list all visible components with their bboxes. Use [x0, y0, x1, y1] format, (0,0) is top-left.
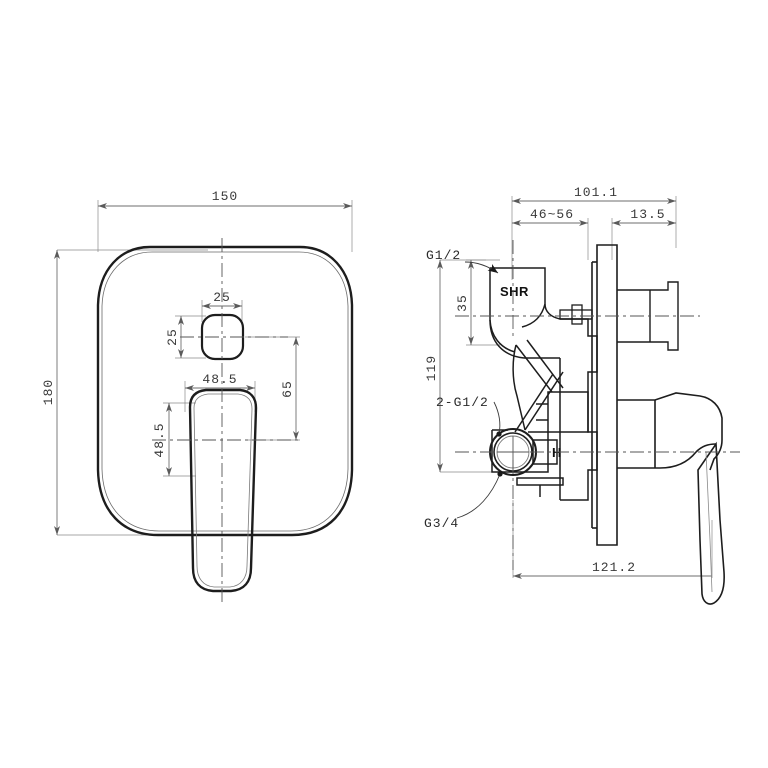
dim-wall-range-46-56: 46~56 [512, 207, 588, 226]
faceplate-inner-edge [101, 251, 349, 532]
callout-g34: G3/4 [424, 471, 503, 531]
callout-g12: G1/2 [426, 248, 499, 274]
dim-diverter-width-25: 25 [202, 290, 242, 309]
dim-label-35: 35 [455, 294, 470, 312]
side-view-centrelines [455, 240, 740, 570]
dim-label-119: 119 [424, 355, 439, 381]
dim-overall-width-150: 150 [98, 189, 352, 209]
dim-handle-reach-1212: 121.2 [513, 560, 712, 579]
dim-handle-height-485: 48.5 [152, 403, 172, 476]
dim-label-handle-485h: 48.5 [152, 422, 167, 457]
lever-handle-front[interactable] [188, 388, 258, 593]
faceplate-outline [96, 245, 354, 537]
dim-handle-width-485: 48.5 [185, 372, 255, 391]
dim-label-1011: 101.1 [574, 185, 618, 200]
dim-body-height-119: 119 [424, 260, 443, 472]
dim-plate-projection-135: 13.5 [612, 207, 676, 226]
dim-label-1212: 121.2 [592, 560, 636, 575]
valve-body-upper [489, 267, 561, 359]
dim-diverter-height-25: 25 [165, 316, 184, 358]
dim-overall-height-180: 180 [41, 250, 60, 535]
dim-label-65: 65 [280, 380, 295, 398]
dim-label-diverter-25h: 25 [165, 328, 180, 346]
dim-label-135: 13.5 [630, 207, 665, 222]
escutcheon-plate [591, 244, 618, 546]
callout-2-g12: 2-G1/2 [436, 395, 502, 437]
callout-label-g34: G3/4 [424, 516, 459, 531]
hot-inlet-marking: H [552, 445, 562, 460]
shr-marking: SHR [500, 284, 529, 299]
front-view-centrelines [152, 238, 300, 606]
side-view: 101.1 46~56 13.5 119 35 121.2 [424, 185, 740, 605]
callout-label-g12: G1/2 [426, 248, 461, 263]
front-view: 150 180 25 25 [41, 189, 354, 606]
dim-label-180: 180 [41, 379, 56, 405]
dim-outlet-height-35: 35 [455, 260, 474, 345]
lever-handle-front-inner [193, 393, 253, 588]
valve-tie-struts [512, 339, 564, 433]
dim-label-46-56: 46~56 [530, 207, 574, 222]
callout-label-2-g12: 2-G1/2 [436, 395, 489, 410]
dim-overall-depth-1011: 101.1 [512, 185, 676, 204]
dim-label-150: 150 [212, 189, 238, 204]
dim-centres-65: 65 [280, 337, 299, 440]
lever-handle-side[interactable] [617, 392, 725, 605]
valve-body-centre [516, 318, 598, 501]
dim-label-handle-485w: 48.5 [202, 372, 237, 387]
dim-label-diverter-25w: 25 [213, 290, 231, 305]
